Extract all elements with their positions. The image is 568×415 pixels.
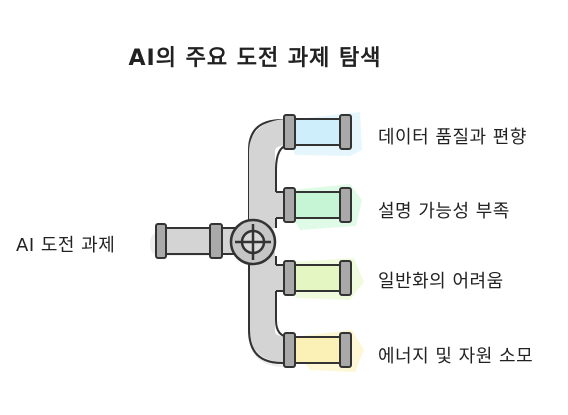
branch-pipe-collar	[339, 187, 352, 223]
branch-pipe-collar	[339, 114, 352, 150]
branch-pipe-collar	[283, 332, 296, 368]
lower-pipe-outline	[248, 256, 290, 364]
branch-pipe	[285, 336, 349, 364]
branch-pipe-collar	[283, 114, 296, 150]
branch-pipe-collar	[283, 260, 296, 296]
input-pipe-collar	[209, 223, 223, 259]
branch-label-generalization: 일반화의 어려움	[378, 271, 504, 292]
diagram-title: AI의 주요 도전 과제 탐색	[128, 46, 382, 71]
branch-pipe-collar	[283, 187, 296, 223]
branch-label-explainability: 설명 가능성 부족	[378, 201, 510, 222]
branch-splashes	[288, 112, 364, 372]
branch-label-data-quality: 데이터 품질과 편향	[378, 127, 527, 148]
input-pipe-cap	[155, 223, 167, 259]
root-label: AI 도전 과제	[16, 235, 116, 256]
branch-pipes	[283, 114, 352, 368]
valve-icon	[229, 218, 277, 266]
branch-label-energy: 에너지 및 자원 소모	[378, 346, 534, 367]
branch-pipe-collar	[339, 260, 352, 296]
branch-pipe-collar	[339, 332, 352, 368]
input-pipe	[157, 227, 237, 255]
